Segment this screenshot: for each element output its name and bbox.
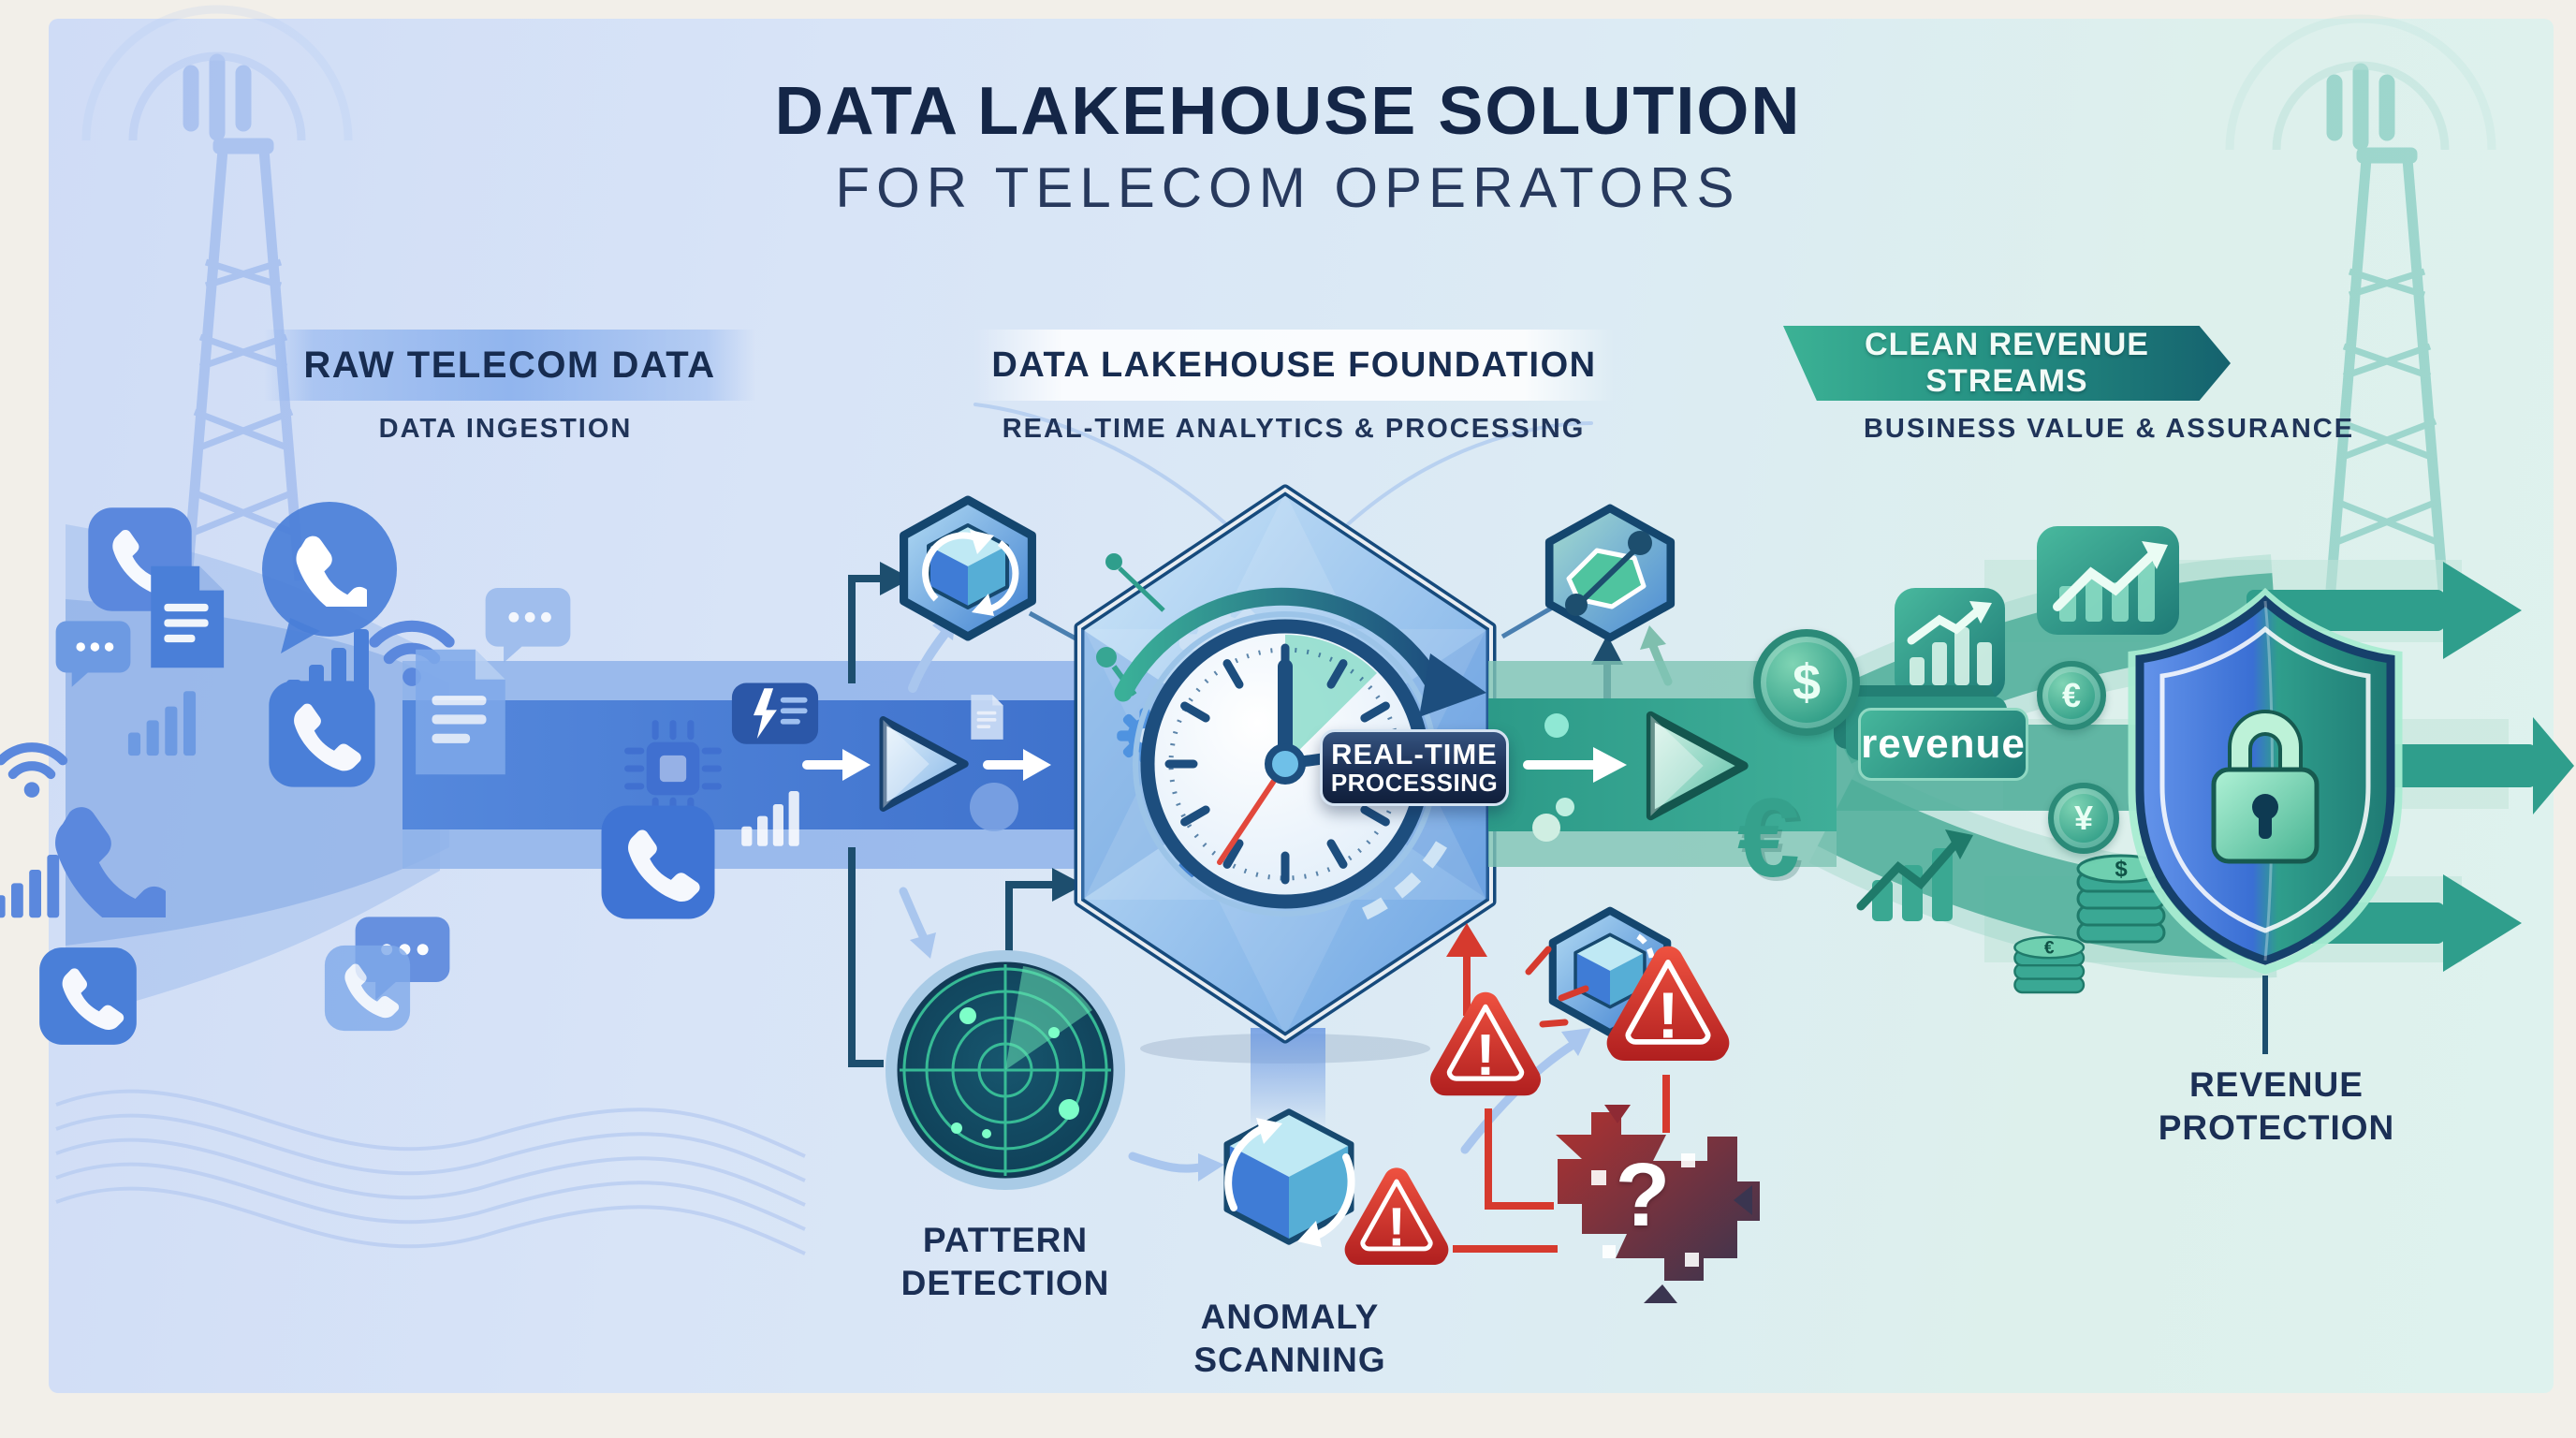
hex-badge-analytics [1500,508,1671,638]
foundation-subheading: REAL-TIME ANALYTICS & PROCESSING [1002,414,1586,444]
euro-symbol: € [2044,938,2055,958]
raw-data-heading: RAW TELECOM DATA [264,330,755,401]
coin-stack-euro: € [2013,935,2086,994]
phone-icon [39,947,137,1045]
pattern-detection-label: PATTERN DETECTION [818,1219,1193,1305]
yen-coin: ¥ [2048,783,2119,854]
realtime-badge-line1: REAL-TIME [1331,738,1498,771]
pattern-label-line2: DETECTION [900,1264,1110,1302]
anomaly-label-line2: SCANNING [1193,1341,1386,1379]
revenue-protection-shield [2128,587,2403,975]
phone-icon [269,681,375,787]
growth-line-icon [1856,829,1973,921]
warning-triangle [1430,992,1541,1096]
protection-label-line2: PROTECTION [2158,1108,2395,1147]
anomaly-label-line1: ANOMALY [1200,1298,1380,1336]
left-cell-tower [81,5,353,581]
document-icon [416,649,505,775]
euro-coin: € [2037,661,2106,730]
unknown-data-question: ? [1615,1145,1671,1245]
alert-connectors [1446,923,1670,1253]
main-title-line2: FOR TELECOM OPERATORS [835,156,1741,219]
pattern-detection-radar [886,950,1125,1190]
right-cell-tower [2225,14,2496,591]
phone-icon [601,805,715,919]
signal-bars-icon [0,855,60,918]
dollar-coin: $ [1753,629,1860,736]
wave-lines [55,1089,806,1255]
clean-revenue-banner: CLEAN REVENUE STREAMS [1783,326,2231,401]
revenue-protection-label: REVENUE PROTECTION [2089,1064,2464,1150]
main-title-line1: DATA LAKEHOUSE SOLUTION [774,74,1802,149]
telecom-icon-field [0,502,1018,1045]
dot-icon [970,783,1018,831]
phone-icon [324,945,411,1032]
anomaly-scanning-label: ANOMALY SCANNING [1103,1296,1477,1382]
wifi-icon [1,747,63,798]
chat-icon [485,587,571,663]
event-message-icon [731,682,819,744]
padlock-icon [2211,710,2320,864]
glitch-blob [1556,1105,1760,1303]
chart-tile-bars [1895,588,2005,700]
pattern-label-line1: PATTERN [922,1221,1089,1259]
realtime-badge-line2: PROCESSING [1330,768,1499,797]
lakehouse-hexagon [1074,484,1497,1131]
revenue-banknotes: revenue [1834,685,2036,801]
dollar-symbol: $ [2115,857,2128,882]
document-icon [971,695,1003,740]
hex-badge-cube [1553,911,1667,1034]
stream-flow-arrows [802,749,1051,781]
hex-badge-storage-sync [904,500,1088,647]
euro-symbol-large: € [1737,775,1800,901]
revenue-tag-text: revenue [1861,721,2026,767]
raw-data-subheading: DATA INGESTION [378,414,633,444]
cycle-arrow [1096,587,1486,920]
warning-triangle [1345,1167,1449,1265]
clean-revenue-subheading: BUSINESS VALUE & ASSURANCE [1863,414,2355,444]
anomaly-scanning-cube [1227,1111,1355,1247]
phone-bubble-icon [262,502,397,653]
document-icon [151,565,225,668]
realtime-processing-badge: REAL-TIME PROCESSING [1320,729,1509,806]
protection-label-line1: REVENUE [2189,1065,2364,1104]
banknote-front: revenue [1858,708,2028,781]
foundation-heading: DATA LAKEHOUSE FOUNDATION [973,330,1615,401]
chart-tile-growth [2037,526,2179,635]
